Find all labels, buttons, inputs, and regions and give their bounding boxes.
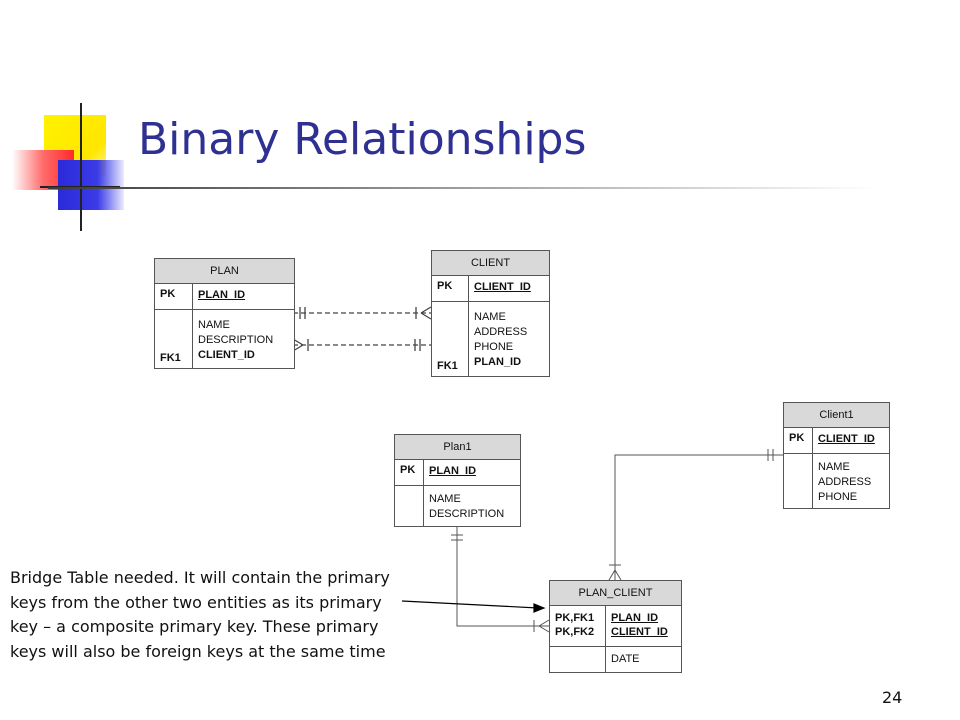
entity-plan-key-row: PK PLAN_ID — [155, 284, 294, 310]
bridge-table-note: Bridge Table needed. It will contain the… — [10, 568, 390, 661]
entity-plan-attr: DESCRIPTION — [198, 334, 274, 346]
entity-plan-client: PLAN_CLIENT PK,FK1 PK,FK2 PLAN_ID CLIENT… — [549, 580, 682, 673]
entity-plan: PLAN PK PLAN_ID FK1 NAME DESCRIPTION CLI… — [154, 258, 295, 369]
relationship-plan1-to-plan-client — [451, 525, 550, 633]
entity-plan-client-key-attr: CLIENT_ID — [611, 626, 668, 638]
entity-plan1: Plan1 PK PLAN_ID NAME DESCRIPTION — [394, 434, 521, 527]
entity-plan-fk-label: FK1 — [160, 352, 181, 364]
entity-plan-key-attr: PLAN_ID — [198, 289, 246, 301]
entity-client-key-attr: CLIENT_ID — [474, 281, 531, 293]
entity-plan1-attr: NAME — [429, 493, 461, 505]
page-number: 24 — [882, 688, 903, 707]
entity-plan1-key-attr: PLAN_ID — [429, 465, 477, 477]
entity-client-attr: ADDRESS — [474, 326, 528, 338]
entity-client-name: CLIENT — [432, 251, 549, 276]
entity-client-attr: PHONE — [474, 341, 514, 353]
entity-plan-attr: NAME — [198, 319, 230, 331]
entity-plan-client-key-label: PK,FK2 — [555, 626, 595, 638]
slide-title: Binary Relationships — [138, 114, 587, 165]
relationship-client-to-plan — [292, 338, 431, 352]
title-underline — [48, 187, 878, 189]
entity-plan-client-key-attr: PLAN_ID — [611, 612, 659, 624]
entity-client1-key-row: PK CLIENT_ID — [784, 428, 889, 454]
entity-client-attr-row: FK1 NAME ADDRESS PHONE PLAN_ID — [432, 302, 549, 376]
entity-plan-attr-row: FK1 NAME DESCRIPTION CLIENT_ID — [155, 310, 294, 368]
entity-client1-attr: PHONE — [818, 491, 858, 503]
entity-client: CLIENT PK CLIENT_ID FK1 NAME ADDRESS PHO… — [431, 250, 550, 377]
entity-plan-name: PLAN — [155, 259, 294, 284]
entity-client-attr: PLAN_ID — [474, 356, 522, 368]
entity-plan1-attr-row: NAME DESCRIPTION — [395, 486, 520, 526]
entity-client-key-row: PK CLIENT_ID — [432, 276, 549, 302]
entity-client1-key-label: PK — [784, 428, 813, 453]
entity-client-attr: NAME — [474, 311, 506, 323]
entity-plan-client-attr-row: DATE — [550, 647, 681, 672]
entity-client-fk-label: FK1 — [437, 360, 458, 372]
entity-plan-key-label: PK — [155, 284, 193, 309]
entity-plan1-attr: DESCRIPTION — [429, 508, 505, 520]
entity-plan1-key-row: PK PLAN_ID — [395, 460, 520, 486]
entity-plan-attr: CLIENT_ID — [198, 349, 255, 361]
entity-client1-name: Client1 — [784, 403, 889, 428]
entity-plan1-key-label: PK — [395, 460, 424, 485]
entity-client1-attr: NAME — [818, 461, 850, 473]
entity-client-key-label: PK — [432, 276, 469, 301]
entity-plan-client-attr: DATE — [611, 653, 640, 665]
relationship-plan-to-client — [293, 306, 432, 320]
entity-plan1-name: Plan1 — [395, 435, 520, 460]
entity-client1-attr: ADDRESS — [818, 476, 872, 488]
entity-plan-client-key-row: PK,FK1 PK,FK2 PLAN_ID CLIENT_ID — [550, 606, 681, 647]
note-arrow — [401, 600, 546, 613]
decor-blue-square — [58, 160, 124, 210]
decor-vertical-line — [80, 103, 82, 231]
entity-plan-client-key-label: PK,FK1 — [555, 612, 595, 624]
relationship-client1-to-plan-client — [608, 449, 783, 581]
entity-client1-key-attr: CLIENT_ID — [818, 433, 875, 445]
entity-client1: Client1 PK CLIENT_ID NAME ADDRESS PHONE — [783, 402, 890, 509]
entity-client1-attr-row: NAME ADDRESS PHONE — [784, 454, 889, 508]
entity-plan-client-name: PLAN_CLIENT — [550, 581, 681, 606]
